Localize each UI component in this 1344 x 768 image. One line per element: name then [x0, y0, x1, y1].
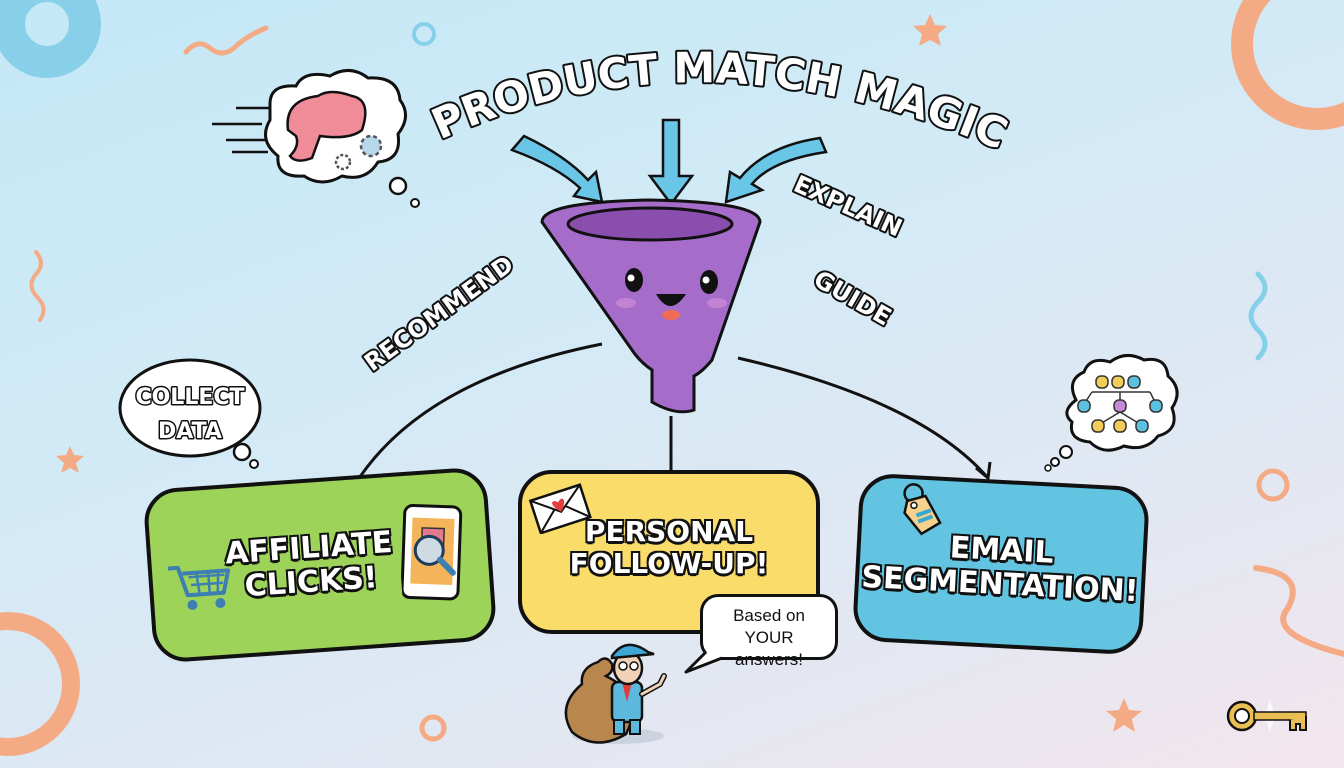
connector-left — [352, 342, 603, 487]
small-blue-circle-decoration — [412, 22, 436, 46]
orange-swirl-decoration — [1253, 565, 1344, 657]
funnel-eye-left — [625, 268, 643, 292]
card-label-line2: FOLLOW-UP! — [569, 546, 770, 580]
envelope-heart-icon — [528, 483, 592, 534]
card-label-line1: PERSONAL — [584, 514, 754, 548]
input-arrow-right — [724, 136, 828, 204]
funnel-eye-right — [700, 270, 718, 294]
key-icon — [1226, 700, 1307, 732]
shopping-cart-icon — [167, 565, 231, 610]
star-bottom-right-decoration — [1106, 698, 1142, 732]
small-orange-circle-decoration — [419, 714, 447, 742]
brain-icon — [286, 90, 367, 162]
speech-line1: Based on — [733, 606, 805, 625]
connector-right — [737, 356, 990, 479]
star-left-decoration — [56, 446, 84, 473]
gear-small-icon — [334, 153, 352, 171]
collect-data-line1: COLLECT — [135, 385, 244, 410]
blue-squiggle-decoration — [1248, 271, 1268, 361]
orange-ring-decoration — [1231, 0, 1344, 130]
star-decoration — [913, 14, 947, 46]
funnel-opening — [566, 206, 734, 242]
orange-squiggle-decoration — [183, 25, 269, 56]
funnel-body — [540, 198, 762, 414]
collect-data-line2: DATA — [158, 419, 222, 444]
orange-squiggle-left-decoration — [29, 250, 46, 322]
input-arrow-left — [509, 134, 604, 204]
segments-tree-icon — [1077, 375, 1163, 433]
outcome-card-email-segmentation: EMAIL SEGMENTATION! — [851, 472, 1151, 656]
connector-arrowhead — [975, 461, 992, 481]
speech-bubble: Based on YOUR answers! — [700, 594, 838, 669]
phone-search-icon — [400, 504, 463, 601]
blue-ring-decoration — [0, 0, 101, 78]
outcome-card-affiliate-clicks: AFFILIATE CLICKS! — [142, 466, 498, 664]
funnel-mouth — [656, 294, 686, 306]
input-arrow-center — [647, 118, 695, 207]
orange-ring-bottom-decoration — [0, 612, 80, 756]
speech-line2: YOUR answers! — [734, 628, 804, 670]
orange-circle-right-decoration — [1256, 468, 1290, 502]
gear-icon — [359, 134, 383, 158]
tag-icon — [903, 483, 942, 536]
outcome-card-personal-follow-up: PERSONAL FOLLOW-UP! — [518, 470, 820, 634]
